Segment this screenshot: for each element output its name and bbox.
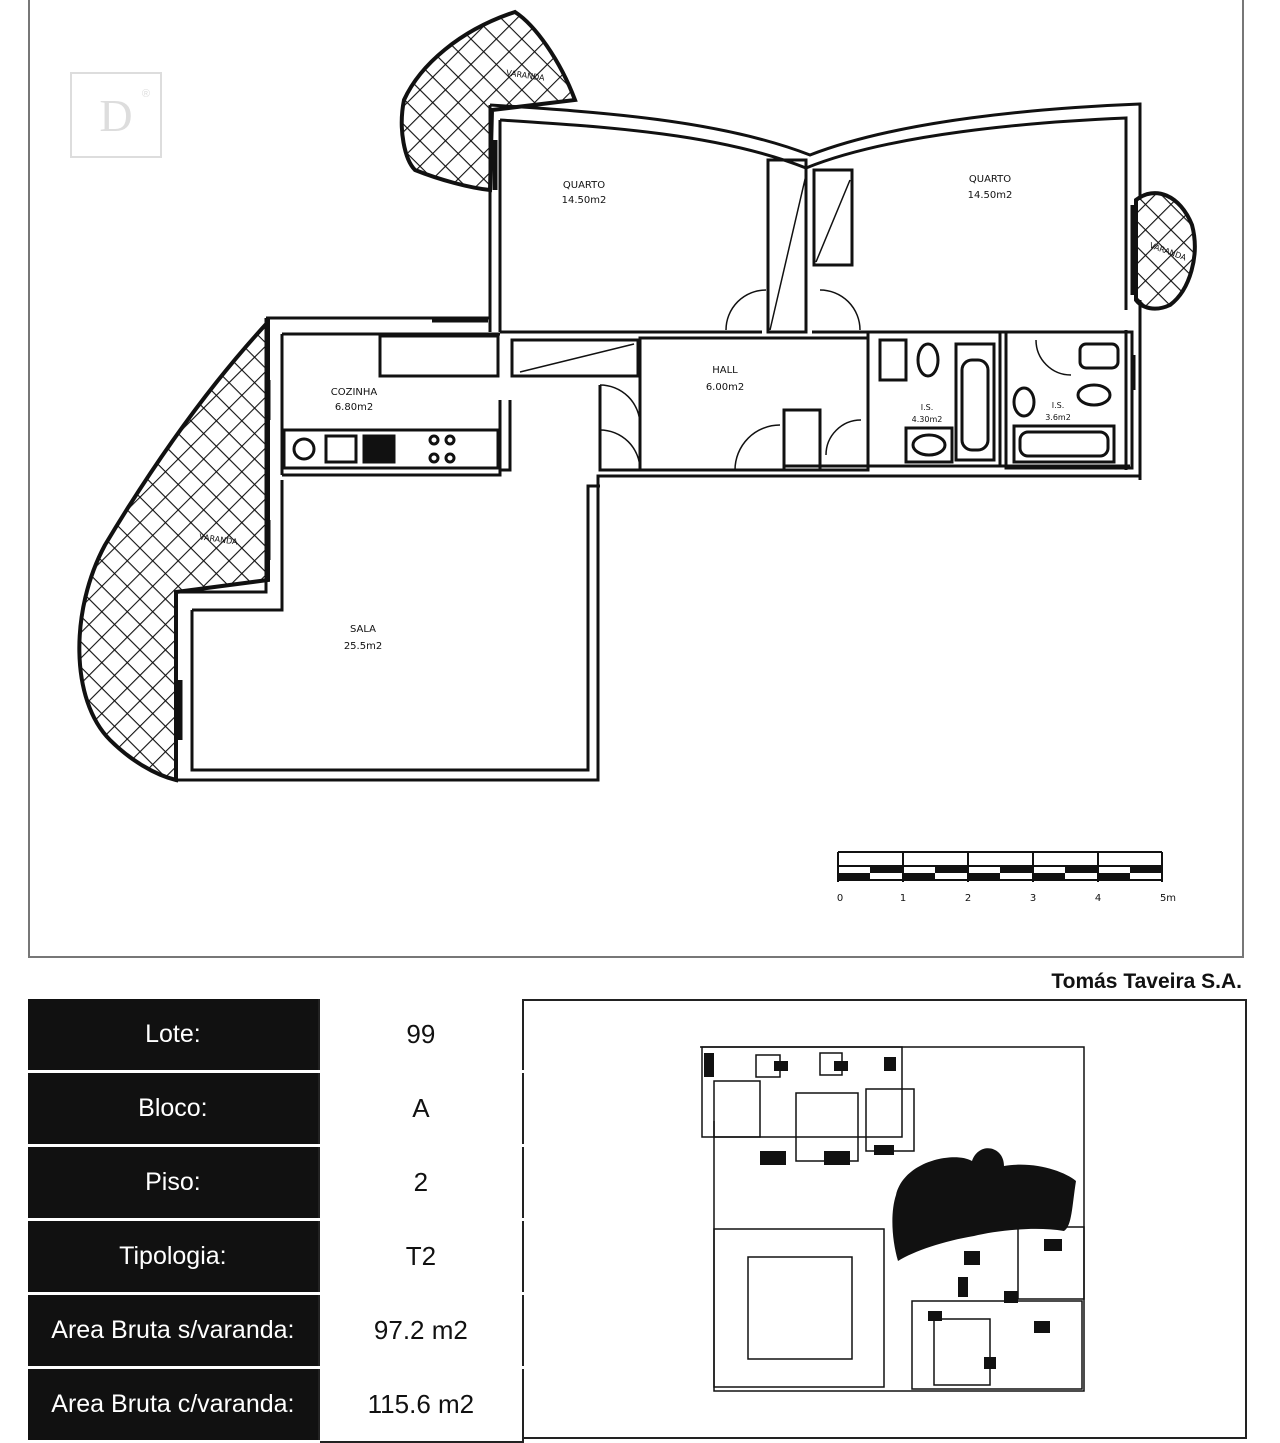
balcony-right bbox=[1134, 191, 1197, 311]
info-label-lot: Lote: bbox=[28, 996, 319, 1073]
table-row: Tipologia: T2 bbox=[28, 1218, 525, 1295]
info-value-area-with-balcony: 115.6 m2 bbox=[317, 1366, 525, 1443]
room-name-bedroom-1: QUARTO bbox=[563, 180, 605, 191]
info-label-typology: Tipologia: bbox=[28, 1218, 319, 1295]
info-value-floor: 2 bbox=[317, 1144, 525, 1221]
scale-tick-label: 5m bbox=[1160, 893, 1176, 904]
balcony-top bbox=[399, 9, 578, 193]
table-row: Bloco: A bbox=[28, 1070, 525, 1147]
room-area-bath-1: 4.30m2 bbox=[912, 415, 943, 424]
scale-tick-label: 2 bbox=[965, 893, 971, 904]
info-value-lot: 99 bbox=[317, 996, 525, 1073]
room-area-bath-2: 3.6m2 bbox=[1045, 413, 1071, 422]
table-row: Lote: 99 bbox=[28, 996, 525, 1073]
scale-tick-label: 1 bbox=[900, 893, 906, 904]
scale-tick-label: 0 bbox=[837, 893, 843, 904]
balcony-left bbox=[77, 316, 270, 783]
site-plan-drawing bbox=[700, 1046, 1085, 1392]
room-area-bedroom-2: 14.50m2 bbox=[968, 190, 1013, 201]
room-area-kitchen: 6.80m2 bbox=[335, 402, 373, 413]
room-name-bath-2: I.S. bbox=[1052, 401, 1065, 410]
room-area-hall: 6.00m2 bbox=[706, 382, 744, 393]
room-name-kitchen: COZINHA bbox=[331, 387, 378, 398]
table-row: Area Bruta c/varanda: 115.6 m2 bbox=[28, 1366, 525, 1443]
room-name-living: SALA bbox=[350, 624, 376, 635]
company-name: Tomás Taveira S.A. bbox=[1051, 970, 1242, 993]
info-value-area-without-balcony: 97.2 m2 bbox=[317, 1292, 525, 1369]
info-label-block: Bloco: bbox=[28, 1070, 319, 1147]
info-label-floor: Piso: bbox=[28, 1144, 319, 1221]
scale-tick-label: 3 bbox=[1030, 893, 1036, 904]
room-area-bedroom-1: 14.50m2 bbox=[562, 195, 607, 206]
room-name-bath-1: I.S. bbox=[921, 403, 934, 412]
room-name-hall: HALL bbox=[712, 365, 738, 376]
room-area-living: 25.5m2 bbox=[344, 641, 382, 652]
scale-tick-label: 4 bbox=[1095, 893, 1101, 904]
info-label-area-with-balcony: Area Bruta c/varanda: bbox=[28, 1366, 319, 1443]
info-label-area-without-balcony: Area Bruta s/varanda: bbox=[28, 1292, 319, 1369]
info-value-typology: T2 bbox=[317, 1218, 525, 1295]
property-info-table: Lote: 99 Bloco: A Piso: 2 Tipologia: T2 … bbox=[28, 996, 525, 1443]
logo-registered-mark: ® bbox=[141, 88, 150, 100]
watermark-logo: D ® bbox=[70, 72, 162, 158]
floor-plan-drawing: QUARTO 14.50m2 QUARTO 14.50m2 COZINHA 6.… bbox=[77, 9, 1197, 904]
scale-bar: 0 1 2 3 4 5m bbox=[837, 851, 1176, 904]
table-row: Area Bruta s/varanda: 97.2 m2 bbox=[28, 1292, 525, 1369]
table-row: Piso: 2 bbox=[28, 1144, 525, 1221]
floor-plan-frame bbox=[28, 0, 1244, 958]
site-plan-panel bbox=[524, 999, 1247, 1439]
room-name-bedroom-2: QUARTO bbox=[969, 174, 1011, 185]
logo-letter: D bbox=[99, 89, 133, 141]
info-value-block: A bbox=[317, 1070, 525, 1147]
